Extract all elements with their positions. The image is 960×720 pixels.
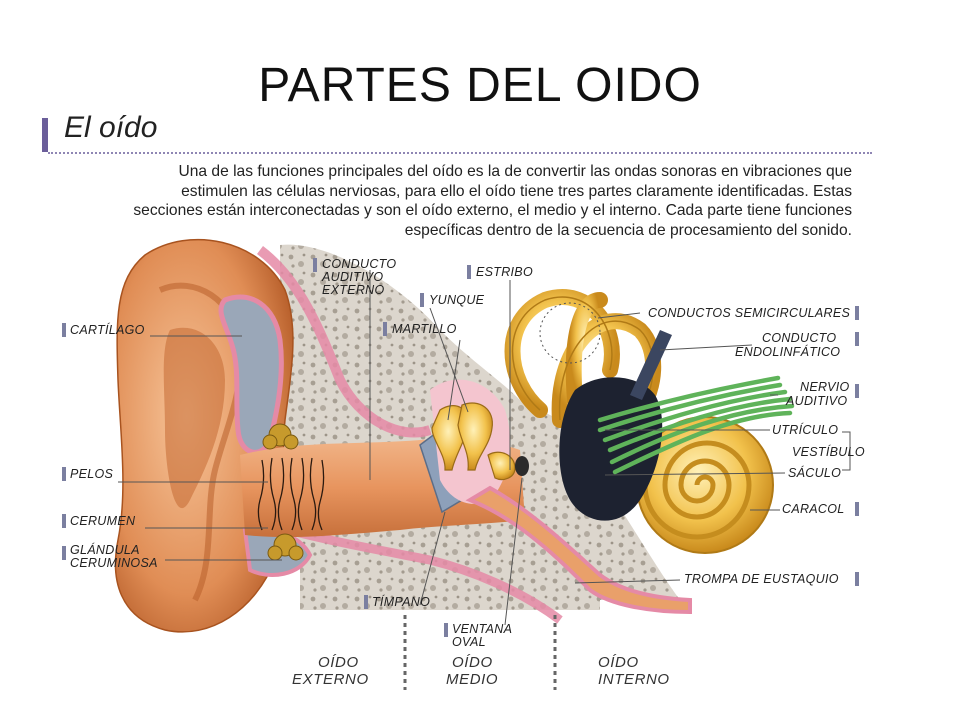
intro-line: secciones están interconectadas y son el… (133, 202, 852, 219)
label-trompa-eustaquio: TROMPA DE EUSTAQUIO (684, 572, 839, 586)
section-externo-line2: EXTERNO (292, 671, 369, 688)
label-cartilago: CARTÍLAGO (70, 322, 145, 337)
label-utriculo: UTRÍCULO (772, 422, 838, 437)
semicircular-highlight (539, 302, 601, 364)
label-conducto-auditivo-line2: AUDITIVO (321, 270, 383, 284)
label-cerumen: CERUMEN (70, 514, 136, 528)
intro-line: estimulen las células nerviosas, para el… (181, 182, 852, 200)
stapes (487, 451, 516, 481)
label-martillo: MARTILLO (392, 322, 457, 336)
section-interno-line1: OÍDO (598, 654, 639, 671)
ossicles (431, 402, 516, 481)
ceruminous-glands (262, 423, 304, 561)
endolymphatic-duct (630, 330, 672, 400)
label-nervio-line2: AUDITIVO (785, 394, 847, 408)
label-conductos-semicirculares: CONDUCTOS SEMICIRCULARES (648, 306, 850, 320)
concha (163, 327, 225, 509)
header-divider (48, 152, 872, 154)
label-conducto-endolinfatico-line1: CONDUCTO (762, 331, 836, 345)
label-estribo: ESTRIBO (476, 265, 533, 279)
leader-lines (118, 270, 851, 626)
section-header: El oído (64, 111, 158, 144)
intro-line: Una de las funciones principales del oíd… (178, 163, 852, 180)
intro-line: específicas dentro de la secuencia de pr… (404, 221, 852, 239)
label-saculo: SÁCULO (788, 465, 841, 480)
label-ventana-line2: OVAL (452, 635, 486, 649)
auditory-nerve (597, 375, 795, 475)
header-accent-bar (42, 118, 48, 152)
label-glandula-line1: GLÁNDULA (70, 542, 140, 557)
label-conducto-auditivo-line3: EXTERNO (322, 283, 385, 297)
label-vestibulo: VESTÍBULO (792, 444, 865, 459)
label-caracol: CARACOL (782, 502, 845, 516)
slide-title: PARTES DEL OIDO (258, 59, 702, 112)
auricle-fold (158, 282, 244, 602)
section-interno-line2: INTERNO (598, 671, 670, 688)
label-tick-bars (62, 258, 859, 637)
eustachian-tube (465, 485, 692, 615)
label-yunque: YUNQUE (429, 293, 485, 307)
label-conducto-endolinfatico-line2: ENDOLINFÁTICO (735, 344, 840, 359)
intro-paragraph: Una de las funciones principales del oíd… (62, 162, 852, 240)
label-ventana-line1: VENTANA (452, 622, 512, 636)
incus (457, 402, 493, 471)
label-nervio-line1: NERVIO (800, 380, 850, 394)
oval-window (515, 456, 529, 476)
label-conducto-auditivo-line1: CONDUCTO (322, 257, 396, 271)
section-medio-line1: OÍDO (452, 654, 493, 671)
section-externo-line1: OÍDO (318, 654, 359, 671)
label-timpano: TÍMPANO (372, 594, 430, 609)
label-pelos: PELOS (70, 467, 114, 481)
cochlea-spiral (642, 440, 752, 540)
label-glandula-line2: CERUMINOSA (70, 556, 158, 570)
pink-lining-upper (256, 246, 432, 438)
section-medio-line2: MEDIO (446, 671, 498, 688)
semicircular-canals-outline (511, 296, 654, 421)
canal-hairs (257, 457, 325, 531)
